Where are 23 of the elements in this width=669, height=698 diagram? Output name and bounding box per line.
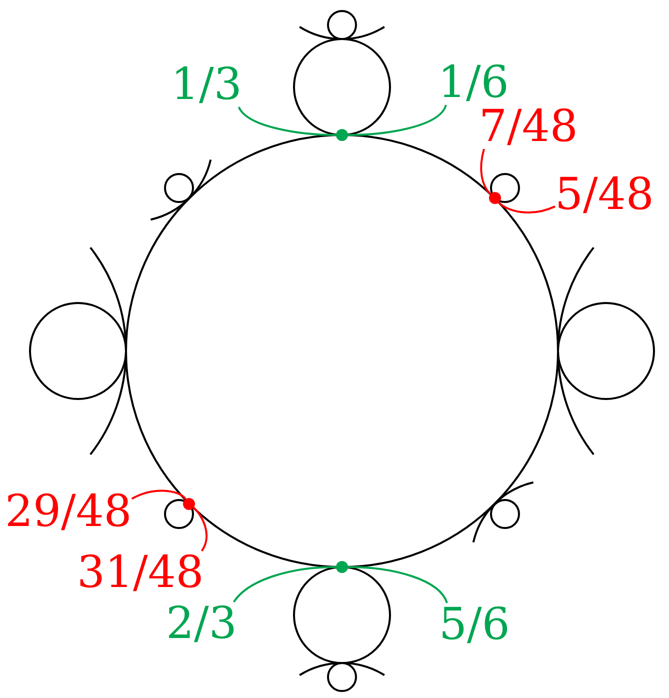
leader-line <box>233 566 336 603</box>
medium-circle <box>29 302 127 400</box>
small-circle <box>327 10 357 40</box>
medium-circle <box>293 566 391 664</box>
fraction-label: 5/48 <box>555 173 654 217</box>
leader-line <box>131 490 186 500</box>
leader-line <box>480 148 492 195</box>
small-circle <box>327 662 357 692</box>
leader-line <box>348 566 448 604</box>
fraction-label: 2/3 <box>166 602 237 646</box>
leader-line <box>193 507 208 552</box>
leader-line <box>348 104 447 136</box>
fraction-label: 5/6 <box>439 603 510 647</box>
dot-icon <box>336 561 348 573</box>
fraction-label: 1/6 <box>438 61 509 105</box>
fraction-label: 7/48 <box>479 105 578 149</box>
medium-circle <box>557 302 655 400</box>
fraction-label: 29/48 <box>5 490 132 534</box>
leader-line <box>498 202 556 214</box>
leader-line <box>238 106 336 136</box>
dot-icon <box>336 129 348 141</box>
fraction-label: 31/48 <box>77 551 204 595</box>
fraction-label: 1/3 <box>171 63 242 107</box>
